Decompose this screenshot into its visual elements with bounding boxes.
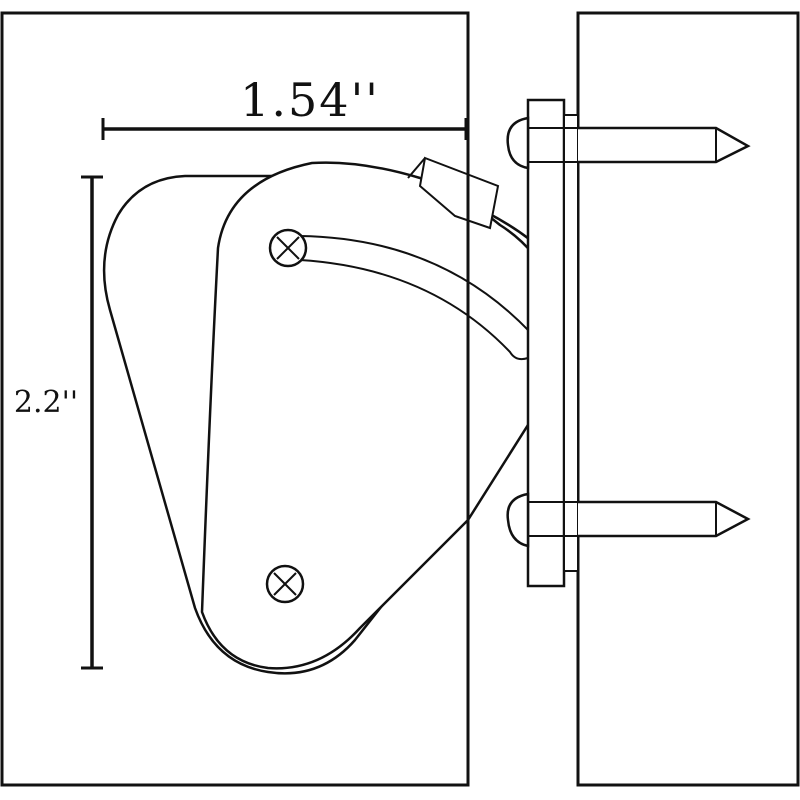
- latch-body-cover: [200, 161, 567, 670]
- strike-plate-outer: [526, 98, 566, 588]
- screw-bottom: [265, 564, 305, 604]
- strike-plate-inner: [563, 114, 579, 572]
- width-dimension: [101, 118, 468, 140]
- latch-top-tab-line: [407, 157, 426, 179]
- screw-top: [268, 228, 308, 268]
- height-dimension: [81, 175, 103, 670]
- bolt-upper: [506, 116, 751, 170]
- height-dimension-label: 2.2'': [14, 385, 78, 420]
- width-dimension-label: 1.54'': [240, 73, 380, 127]
- bolt-lower: [506, 492, 751, 548]
- latch-top-tab: [418, 156, 500, 230]
